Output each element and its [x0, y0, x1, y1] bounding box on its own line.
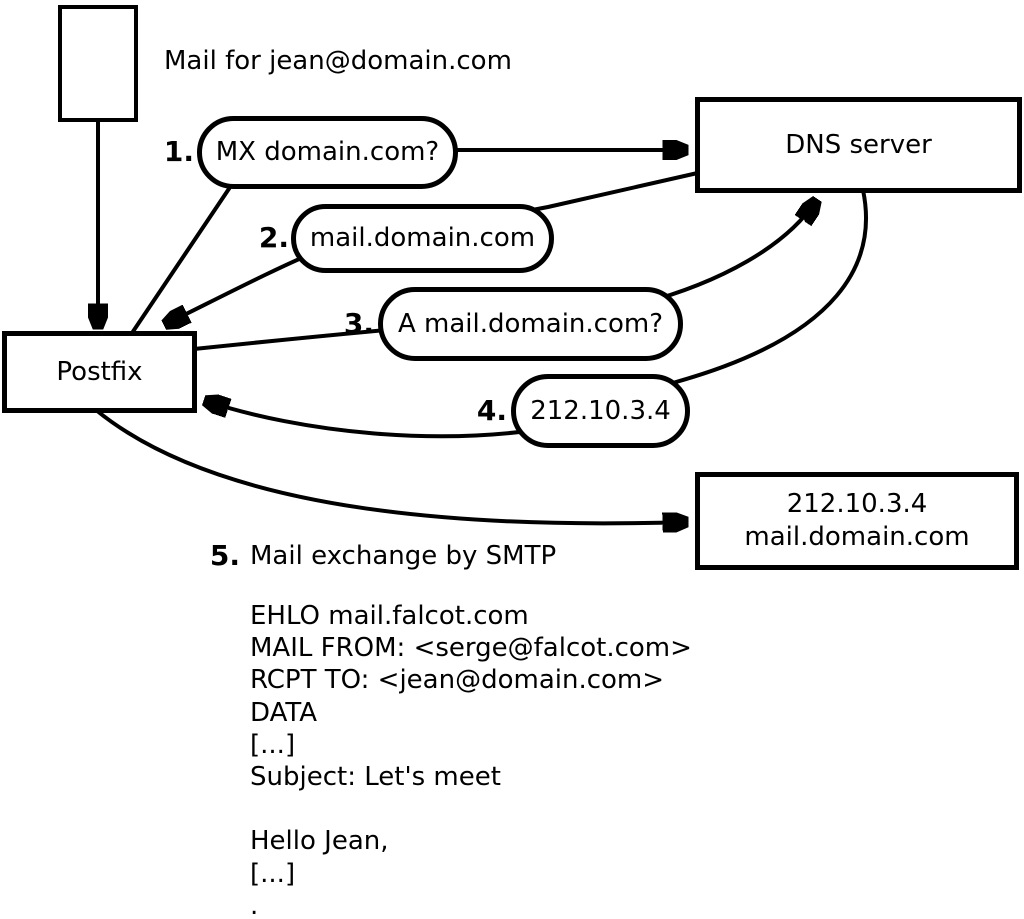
- smtp-line: Hello Jean,: [250, 826, 389, 857]
- mail-server-node: 212.10.3.4 mail.domain.com: [695, 472, 1019, 570]
- smtp-line: MAIL FROM: <serge@falcot.com>: [250, 633, 692, 664]
- smtp-line: DATA: [250, 697, 317, 728]
- response-a-label: 212.10.3.4: [530, 395, 671, 426]
- response-mx-pill: mail.domain.com: [291, 204, 554, 273]
- smtp-line: .: [250, 890, 259, 919]
- step-1-number: 1.: [163, 135, 194, 168]
- query-a-pill: A mail.domain.com?: [378, 287, 683, 361]
- response-mx-label: mail.domain.com: [309, 223, 536, 253]
- postfix-label: Postfix: [56, 356, 143, 387]
- query-mx-pill: MX domain.com?: [197, 116, 458, 189]
- mail-server-hostname: mail.domain.com: [744, 522, 970, 552]
- step-2-number: 2.: [258, 221, 289, 254]
- query-mx-label: MX domain.com?: [215, 137, 440, 167]
- arrow-smtp-postfix-to-mailserver: [94, 408, 686, 523]
- diagram-title: Mail for jean@domain.com: [164, 46, 512, 76]
- step-5-caption: Mail exchange by SMTP: [250, 541, 557, 571]
- mail-message-node: [58, 5, 138, 122]
- smtp-line: [...]: [250, 858, 296, 889]
- smtp-line: RCPT TO: <jean@domain.com>: [250, 665, 665, 696]
- smtp-line: Subject: Let's meet: [250, 761, 501, 792]
- mail-server-ip: 212.10.3.4: [786, 489, 928, 519]
- smtp-line: [...]: [250, 729, 296, 760]
- dns-server-node: DNS server: [695, 97, 1022, 193]
- smtp-line: EHLO mail.falcot.com: [250, 601, 529, 631]
- smtp-line: [250, 793, 692, 825]
- step-4-number: 4.: [476, 394, 507, 427]
- step-3-number: 3.: [343, 307, 374, 340]
- postfix-node: Postfix: [2, 331, 197, 413]
- response-a-pill: 212.10.3.4: [511, 374, 690, 448]
- step-5-number: 5.: [209, 539, 240, 572]
- query-a-label: A mail.domain.com?: [398, 308, 663, 339]
- dns-server-label: DNS server: [785, 129, 932, 160]
